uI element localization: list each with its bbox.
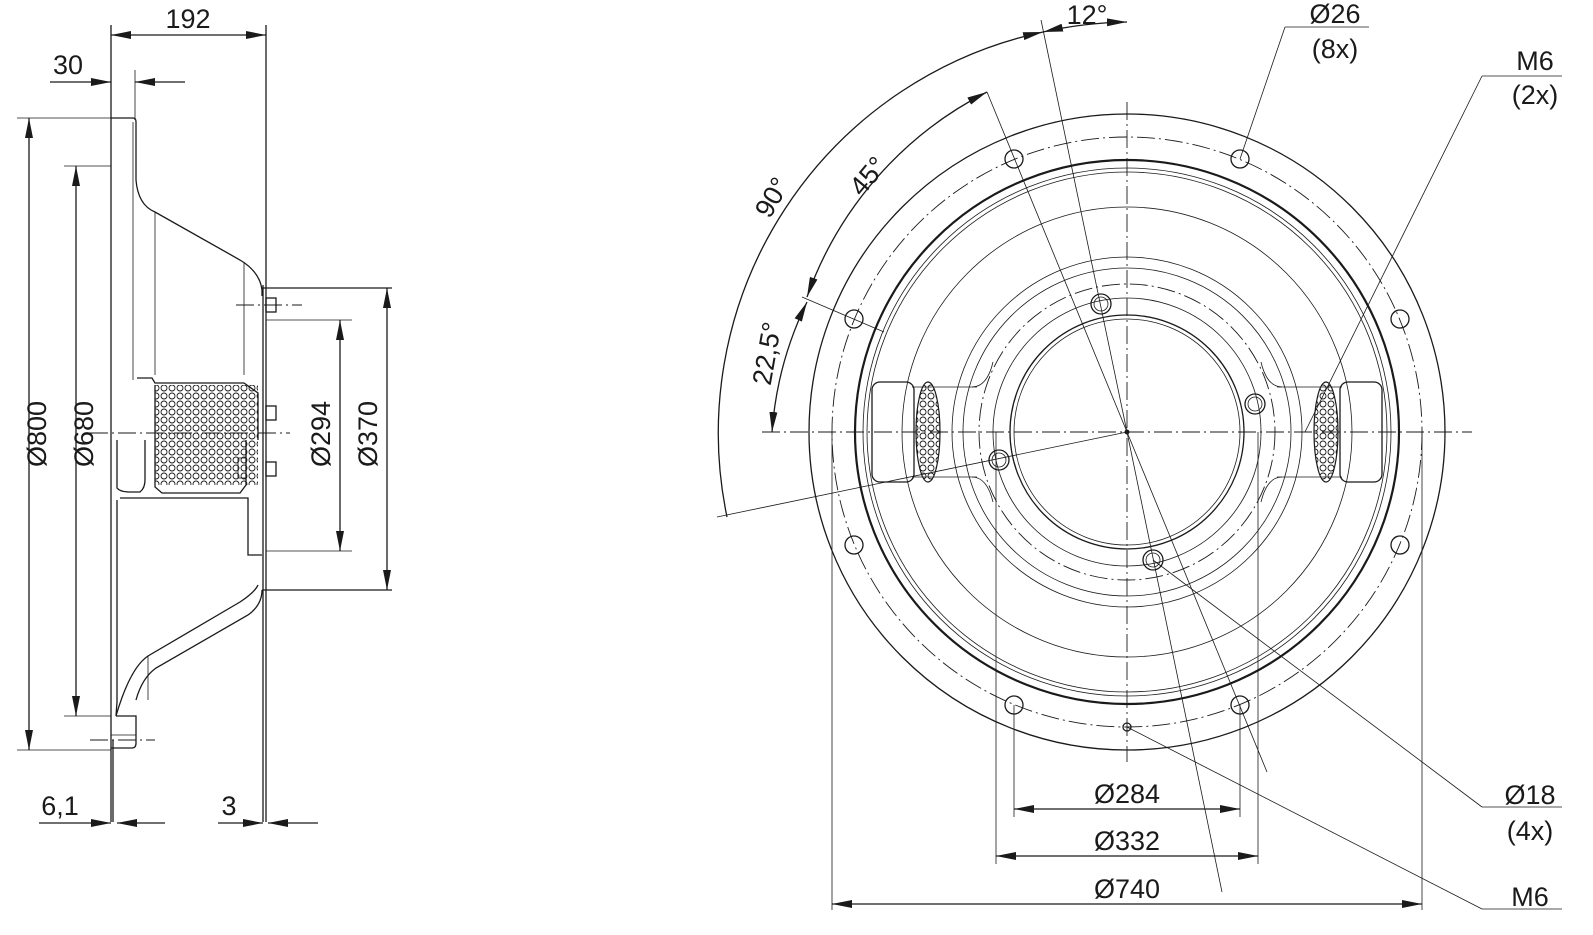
front-view-labels: 12° 90° 45° 22,5° Ø26 (8x) M6 (2x) Ø18 (…	[747, 0, 1558, 912]
dim-offset-30: 30	[53, 50, 83, 80]
dim-dia-294: Ø294	[306, 401, 336, 467]
callout-m6-2x-qty: (2x)	[1512, 80, 1559, 110]
dim-depth-192: 192	[165, 4, 210, 34]
callout-18-size: Ø18	[1504, 780, 1555, 810]
angle-90: 90°	[749, 172, 795, 222]
dim-dia-284: Ø284	[1094, 779, 1160, 809]
side-view: Ø800 Ø680 Ø294 Ø370 192 30 6,1 3	[17, 4, 392, 827]
callout-26-qty: (8x)	[1312, 34, 1359, 64]
dim-thickness-3: 3	[221, 791, 236, 821]
angle-12: 12°	[1067, 0, 1108, 30]
holes-18-4x	[988, 293, 1266, 571]
angle-22-5: 22,5°	[747, 320, 788, 388]
dim-dia-332: Ø332	[1094, 826, 1160, 856]
callout-18-qty: (4x)	[1507, 816, 1554, 846]
callout-m6-size: M6	[1511, 882, 1549, 912]
dim-thickness-6-1: 6,1	[41, 791, 79, 821]
angle-45: 45°	[843, 151, 892, 202]
callout-m6-2x-size: M6	[1516, 46, 1554, 76]
callout-26-size: Ø26	[1309, 0, 1360, 29]
m6-hole-bottom	[1122, 722, 1132, 732]
dim-dia-740: Ø740	[1094, 874, 1160, 904]
dim-dia-800: Ø800	[22, 401, 52, 467]
front-view	[716, 18, 1562, 910]
dim-dia-680: Ø680	[69, 401, 99, 467]
dim-dia-370: Ø370	[353, 401, 383, 467]
